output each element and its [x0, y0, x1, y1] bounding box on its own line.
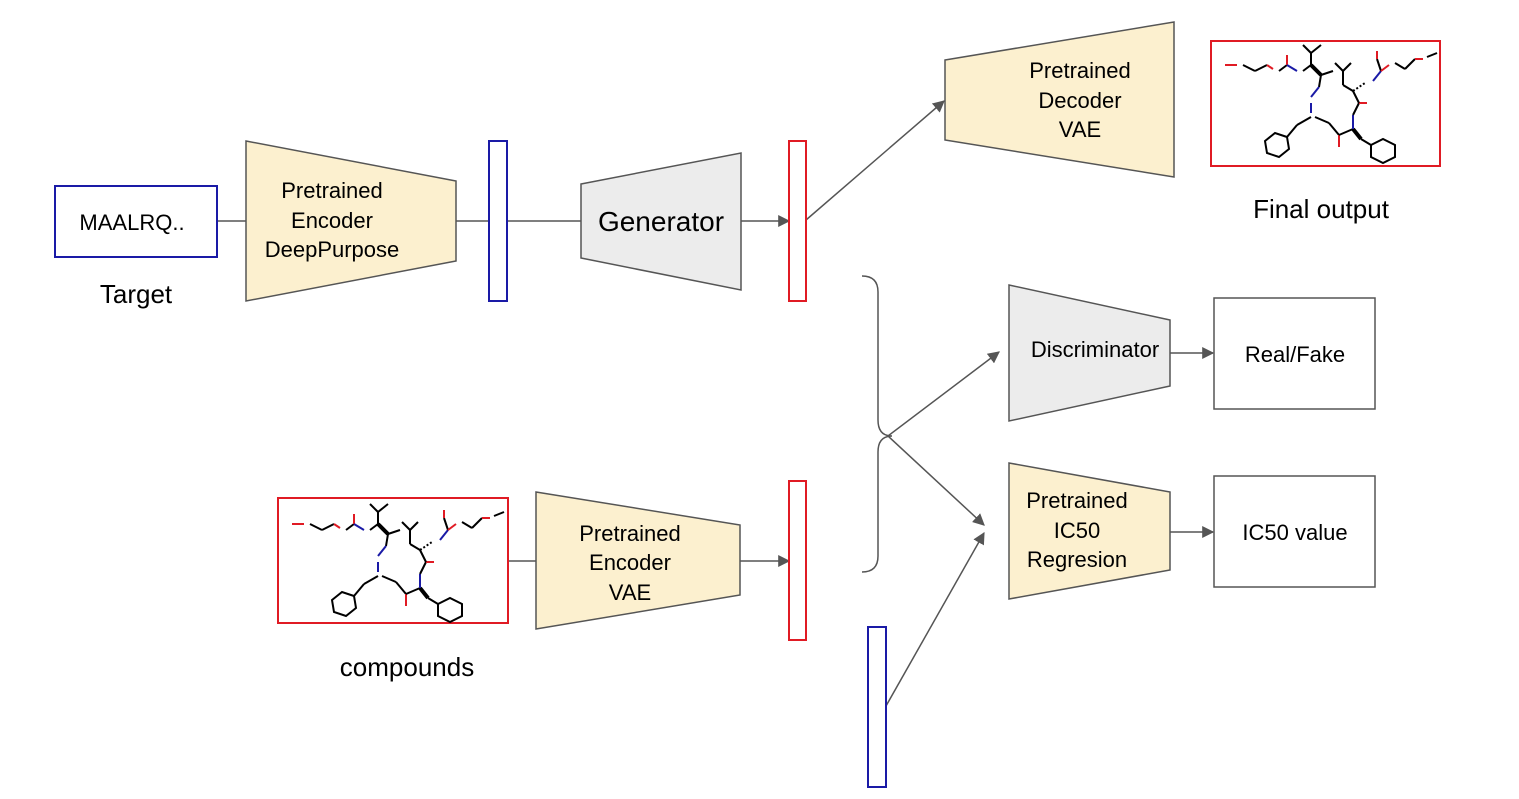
encoder-vae-line1: Pretrained: [579, 521, 681, 546]
brace-to-ic50-arrow: [887, 435, 985, 526]
ic50-regression-line2: IC50: [1054, 518, 1100, 543]
encoder-vae-line2: Encoder: [589, 550, 671, 575]
target-sequence-box: [54, 185, 218, 258]
generated-latent-vector: [788, 140, 807, 302]
decoder-vae-line3: VAE: [1059, 117, 1101, 142]
discriminator-label: Discriminator: [1031, 337, 1159, 362]
generator-block: [580, 152, 742, 291]
discriminator-block: [1008, 284, 1171, 422]
brace-to-discriminator-arrow: [887, 351, 1000, 437]
target-embedding-vector: [488, 140, 508, 302]
decoder-vae-line1: Pretrained: [1029, 58, 1131, 83]
target-sequence-text: MAALRQ..: [79, 210, 184, 235]
merge-brace: [861, 275, 893, 573]
encoder-deeppurpose-line1: Pretrained: [281, 178, 383, 203]
target-vector-ic50: [867, 626, 887, 788]
encoder-deeppurpose-line3: DeepPurpose: [265, 237, 400, 262]
target-caption: Target: [100, 279, 173, 309]
compounds-caption: compounds: [340, 652, 474, 682]
real-fake-box: [1213, 297, 1376, 410]
final-output-molecule-box: [1210, 40, 1441, 167]
target-vector-to-ic50-arrow: [885, 531, 985, 707]
decoder-vae-block: [944, 21, 1175, 178]
real-fake-label: Real/Fake: [1245, 342, 1345, 367]
ic50-value-box: [1213, 475, 1376, 588]
final-output-caption: Final output: [1253, 194, 1390, 224]
encoder-deeppurpose-line2: Encoder: [291, 208, 373, 233]
ic50-regression-block: [1008, 462, 1171, 600]
encoder-deeppurpose-block: [245, 140, 457, 302]
ic50-regression-line3: Regresion: [1027, 547, 1127, 572]
decoder-vae-line2: Decoder: [1038, 88, 1121, 113]
compounds-molecule-box: [277, 497, 509, 624]
ic50-value-label: IC50 value: [1242, 520, 1347, 545]
ic50-regression-line1: Pretrained: [1026, 488, 1128, 513]
encoder-vae-line3: VAE: [609, 580, 651, 605]
latent-to-decoder-arrow: [805, 100, 945, 221]
encoder-vae-block: [535, 491, 741, 630]
generator-label: Generator: [598, 206, 724, 237]
real-latent-vector: [788, 480, 807, 641]
